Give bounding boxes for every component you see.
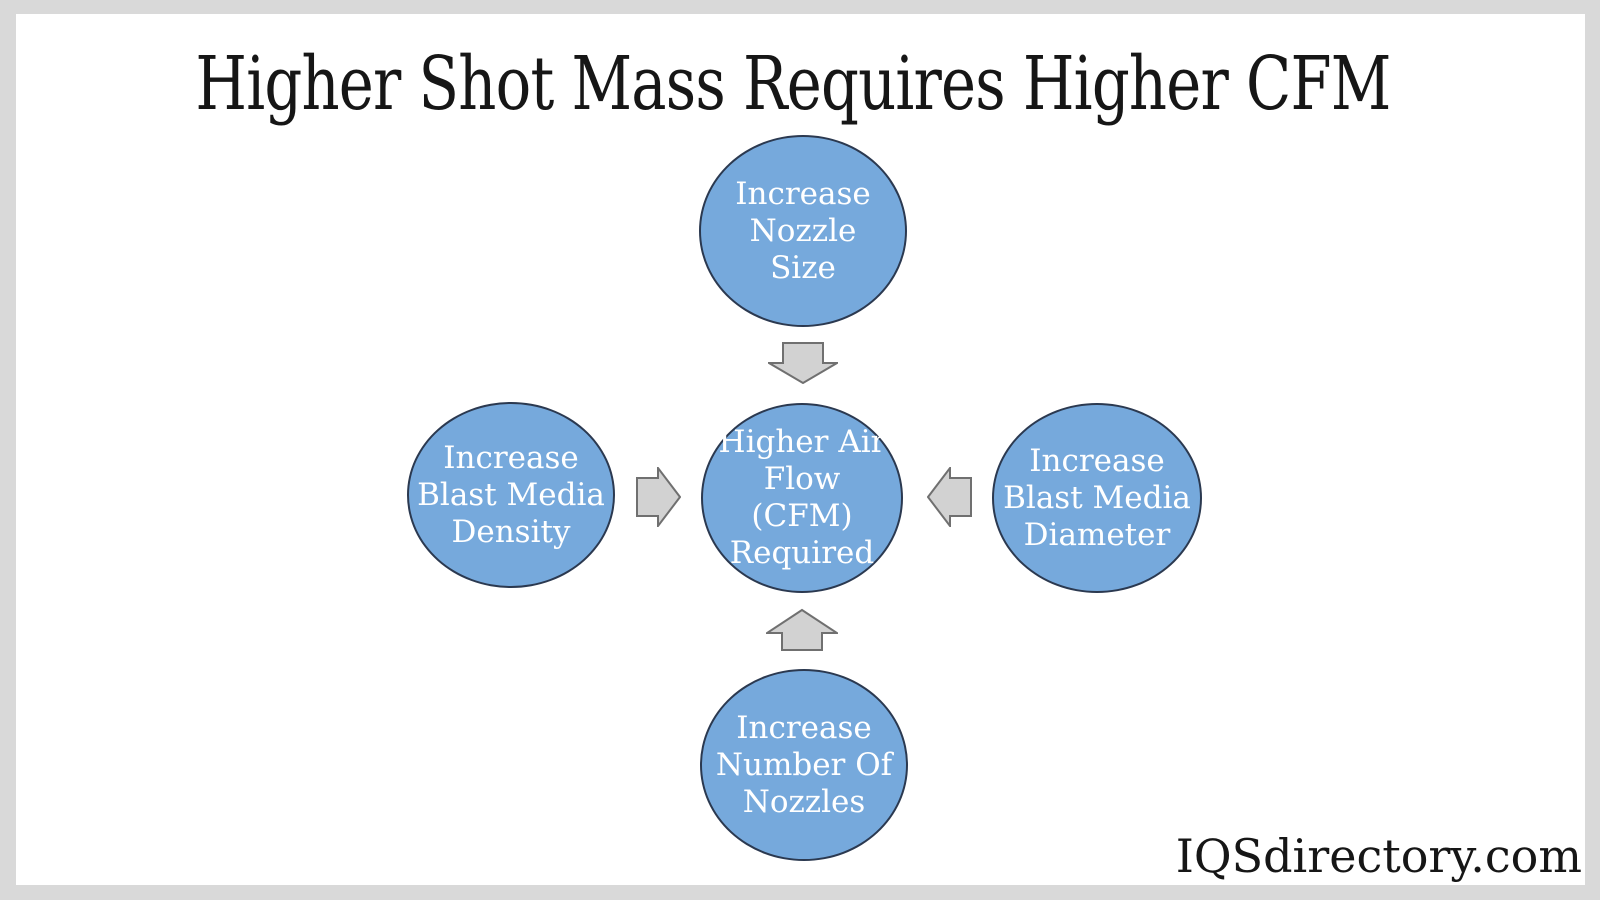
arrow-up-icon bbox=[766, 608, 838, 651]
node-label: Increase Blast Media Diameter bbox=[1003, 442, 1191, 553]
node-increase-nozzle-size: Increase Nozzle Size bbox=[699, 135, 907, 327]
node-label: Increase Number Of Nozzles bbox=[715, 709, 893, 820]
node-increase-number-of-nozzles: Increase Number Of Nozzles bbox=[700, 669, 908, 861]
arrow-left-icon bbox=[927, 467, 972, 527]
arrow-right-icon bbox=[636, 467, 681, 527]
page-title: Higher Shot Mass Requires Higher CFM bbox=[195, 41, 1391, 127]
node-label: Increase Nozzle Size bbox=[735, 175, 871, 286]
node-higher-air-flow-cfm-required: Higher Air Flow (CFM) Required bbox=[701, 403, 903, 593]
node-label: Higher Air Flow (CFM) Required bbox=[718, 424, 886, 571]
node-increase-blast-media-density: Increase Blast Media Density bbox=[407, 402, 615, 588]
watermark: IQSdirectory.com bbox=[1175, 829, 1582, 883]
arrow-down-icon bbox=[768, 342, 838, 384]
node-label: Increase Blast Media Density bbox=[417, 439, 605, 550]
node-increase-blast-media-diameter: Increase Blast Media Diameter bbox=[992, 403, 1202, 593]
